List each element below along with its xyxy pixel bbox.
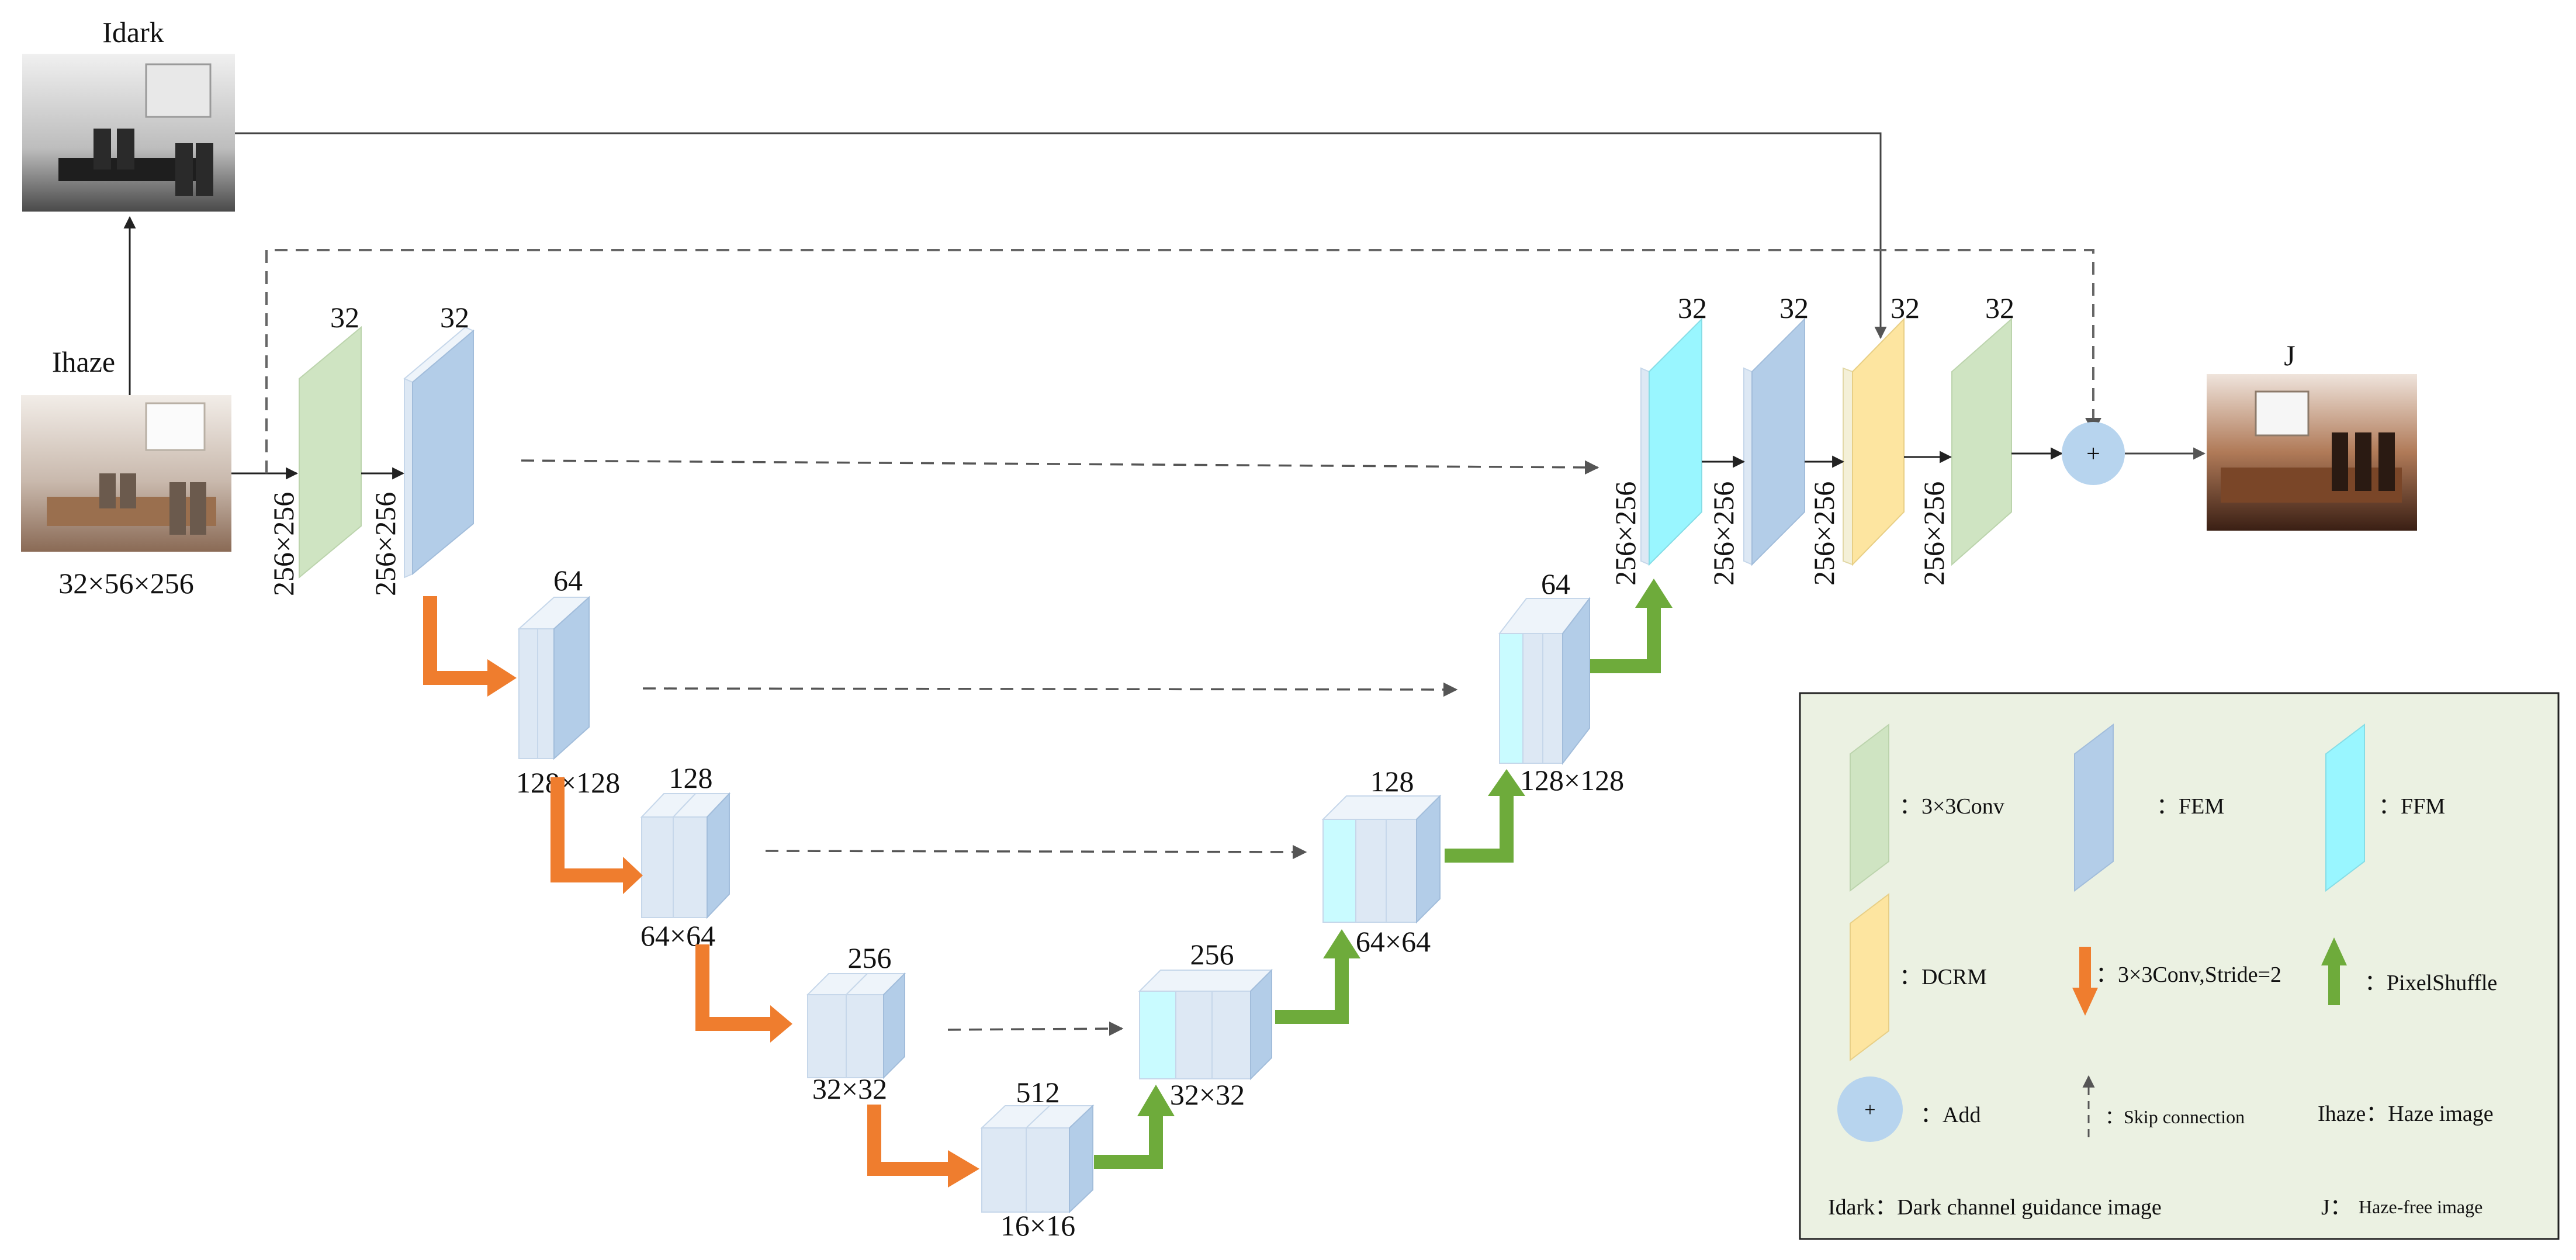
decoder-dcrm-block [1843,317,1905,566]
decoder-fem-channels: 32 [1779,292,1809,324]
encoder-fem1-size: 256×256 [369,492,401,596]
encoder-fem1-channels: 32 [440,301,469,334]
decoder-d3-size: 64×64 [1356,925,1431,958]
output-label: J [2284,339,2295,372]
up-arrowheads [1137,579,1673,1116]
decoder-d4-size: 32×32 [1170,1078,1245,1111]
encoder-fem3-channels: 128 [669,761,713,794]
skip-connection-3 [765,844,1307,860]
encoder-fem5-size: 16×16 [1000,1209,1075,1242]
decoder-conv-size: 256×256 [1917,482,1950,586]
output-image [2207,374,2417,531]
encoder-conv-size: 256×256 [267,492,300,596]
decoder-fem-block [1743,317,1805,566]
encoder-fem4-block [806,972,906,1079]
legend-dcrm-swatch [1850,892,1889,1062]
skip-connection-1 [521,459,1599,475]
decoder-d2-channels: 64 [1541,567,1570,600]
add-node [2062,422,2125,485]
decoder-dcrm-size: 256×256 [1808,482,1840,586]
down-arrowheads [487,659,979,1188]
decoder-d4-channels: 256 [1190,938,1234,971]
encoder-fem5-channels: 512 [1016,1076,1060,1109]
encoder-fem4-channels: 256 [848,941,892,974]
idark-guidance-line [235,132,1887,340]
legend-conv-label: ：3×3Conv [1899,794,2004,819]
encoder-fem2-size: 128×128 [516,766,620,799]
legend-down-label: ：3×3Conv,Stride=2 [2096,963,2281,987]
encoder-conv-channels: 32 [330,301,359,334]
legend-j-key: J： [2321,1195,2352,1220]
legend-conv-swatch [1850,723,1889,892]
decoder-conv-block [1951,317,2012,566]
encoder-fem3-block [640,792,731,919]
decoder-ffm-block [1640,317,1702,566]
legend-add-symbol: + [1864,1099,1875,1121]
legend-add-swatch [1837,1076,1903,1142]
decoder-fem-size: 256×256 [1707,482,1740,586]
decoder-ffm-channels: 32 [1678,292,1707,324]
skip-connection-2 [642,682,1458,697]
legend-up-label: ：PixelShuffle [2364,971,2497,995]
legend-ffm-label: ：FFM [2378,794,2445,819]
decoder-conv-channels: 32 [1985,292,2014,324]
ihaze-image [21,395,231,552]
encoder-fem4-size: 32×32 [812,1072,887,1105]
legend-j-label: Haze-free image [2359,1196,2482,1217]
skip-connection-4 [947,1021,1124,1036]
ihaze-size-label: 32×56×256 [58,567,193,600]
decoder-dcrm-channels: 32 [1891,292,1920,324]
idark-label: Idark [102,16,164,49]
legend-ffm-swatch [2325,723,2365,892]
legend-fem-label: ：FEM [2156,794,2224,819]
decoder-ffm-size: 256×256 [1609,482,1642,586]
legend-ihaze-label: Ihaze：Haze image [2318,1102,2494,1126]
encoder-conv-block [299,326,362,579]
add-symbol: + [2086,441,2100,468]
up-arrows [1094,608,1661,1169]
legend-skip-label: ：Skip connection [2105,1106,2245,1127]
legend-idark-label: Idark：Dark channel guidance image [1828,1195,2162,1220]
legend-dcrm-label: ：DCRM [1899,965,1987,989]
encoder-fem1-block [403,326,475,579]
legend-add-label: ：Add [1920,1103,1981,1127]
decoder-d4-block [1138,968,1273,1081]
encoder-fem5-block [980,1104,1095,1214]
down-arrows [423,596,948,1176]
decoder-d3-block [1321,794,1442,924]
global-skip-connection [265,249,2101,473]
decoder-d2-size: 128×128 [1520,764,1624,797]
decoder-d2-block [1498,597,1591,765]
idark-image [22,54,235,212]
legend: ：3×3Conv ：FEM ：FFM ：DCRM ：3×3Conv,Stride… [1799,692,2560,1240]
decoder-d3-channels: 128 [1370,765,1414,798]
ihaze-label: Ihaze [52,345,115,378]
legend-fem-swatch [2074,723,2114,892]
encoder-fem2-block [517,596,591,760]
encoder-fem2-channels: 64 [553,564,583,597]
